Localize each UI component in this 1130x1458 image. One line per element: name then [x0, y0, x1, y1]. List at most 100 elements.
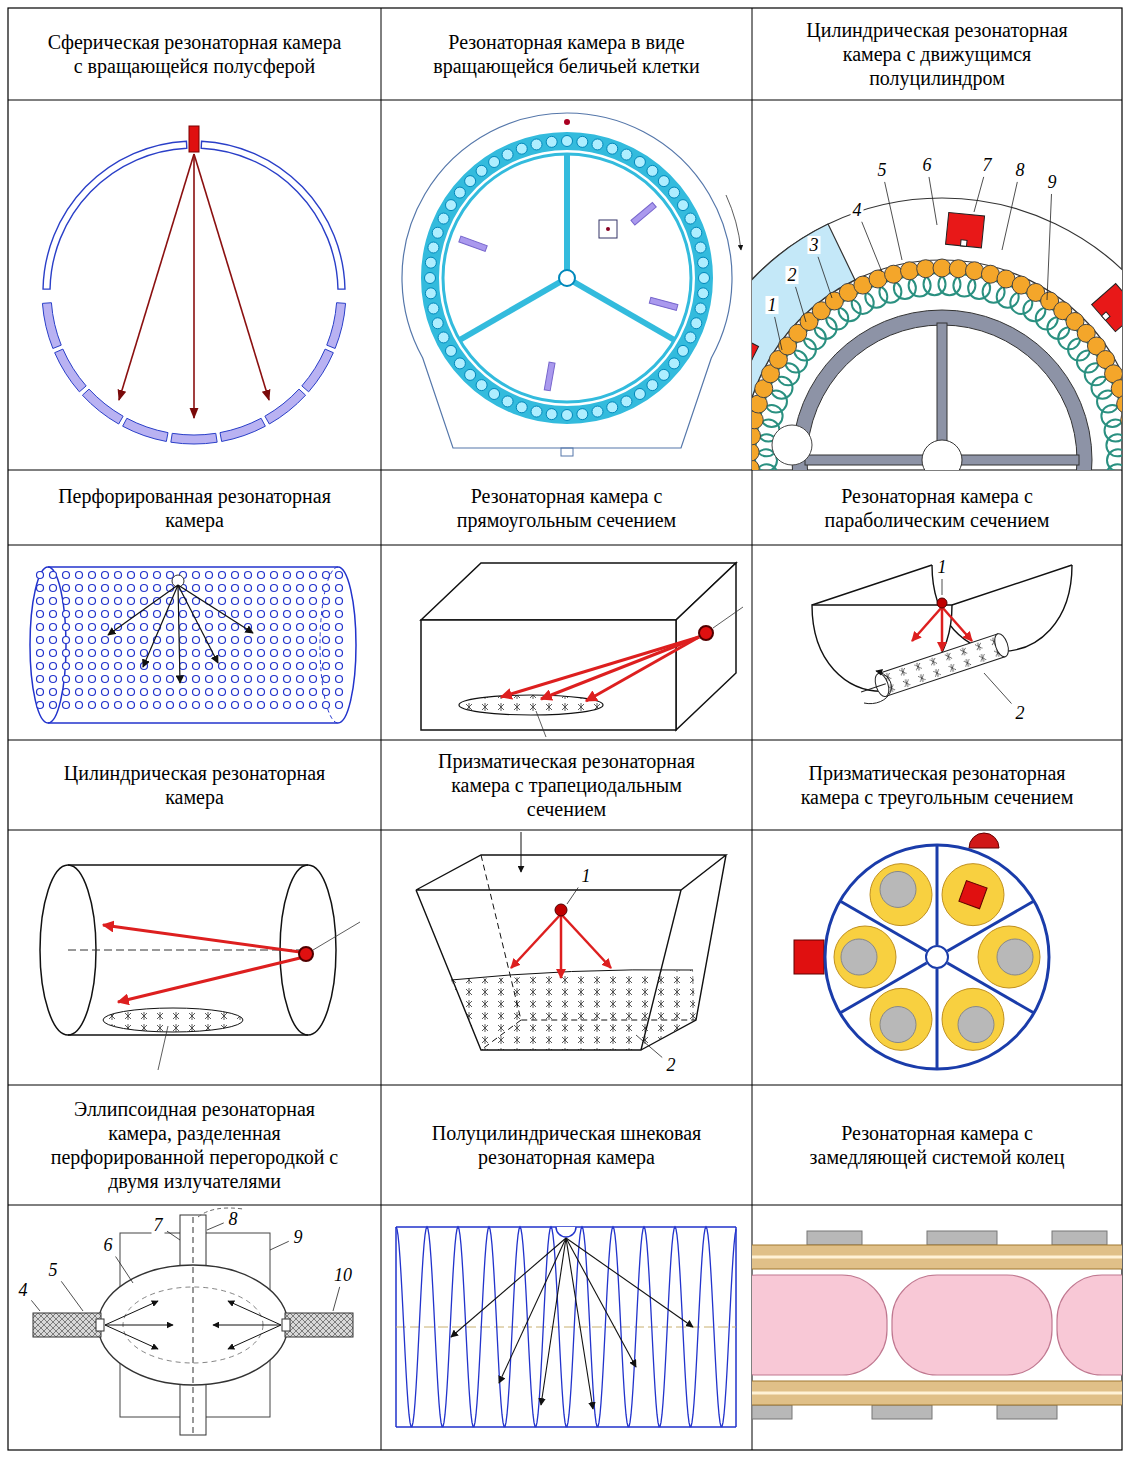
perforation: [245, 689, 252, 696]
perforation: [206, 689, 213, 696]
emitter: [699, 626, 713, 640]
rotation-arrow: [726, 195, 741, 250]
perforation: [323, 702, 330, 709]
perforation: [37, 702, 44, 709]
perforation: [271, 598, 278, 605]
perforation: [271, 650, 278, 657]
perforation: [310, 637, 317, 644]
cage-bar: [546, 409, 557, 420]
perforation: [167, 689, 174, 696]
perforation: [167, 650, 174, 657]
ray-arrow: [178, 585, 253, 633]
emitter: [299, 947, 313, 961]
callout-number: 6: [102, 1236, 115, 1254]
perforation: [271, 637, 278, 644]
cage-bar: [489, 156, 500, 167]
leader-line: [974, 177, 984, 212]
perforation: [323, 663, 330, 670]
perforation: [141, 637, 148, 644]
perforation: [323, 585, 330, 592]
perforation: [89, 676, 96, 683]
ray-arrow: [228, 1301, 281, 1325]
perforation: [219, 637, 226, 644]
cage-bar: [678, 200, 689, 211]
drum-end: [992, 632, 1011, 659]
perforation: [115, 598, 122, 605]
leader-line: [116, 1257, 133, 1283]
perforation: [50, 676, 57, 683]
material-layer: [451, 970, 696, 1050]
perforation: [154, 702, 161, 709]
ray-arrow: [499, 1238, 566, 1383]
perforation: [76, 650, 83, 657]
cage-bar: [454, 187, 465, 198]
perforation: [141, 650, 148, 657]
illustration: [40, 865, 360, 1070]
perforation: [310, 663, 317, 670]
perforation: [37, 676, 44, 683]
partition: [947, 963, 1034, 1013]
ray-arrow: [118, 958, 300, 1002]
product-ring: [834, 926, 896, 988]
perforation: [219, 689, 226, 696]
cage-bar: [592, 406, 603, 417]
cage-bar: [658, 369, 669, 380]
cage-bar: [592, 139, 603, 150]
perforation: [245, 663, 252, 670]
rotating-hemisphere-segment: [82, 389, 123, 424]
perforation: [193, 676, 200, 683]
perforation: [128, 624, 135, 631]
perforation: [232, 663, 239, 670]
table-rule: [381, 8, 382, 1450]
magnetron-top: [969, 833, 999, 848]
perforation: [37, 611, 44, 618]
perforation: [141, 572, 148, 579]
perforation: [180, 650, 187, 657]
perforation: [258, 611, 265, 618]
ray-arrow: [912, 607, 942, 641]
perforation: [258, 572, 265, 579]
perforation: [310, 611, 317, 618]
perforation: [336, 689, 343, 696]
perforation: [297, 585, 304, 592]
perforation: [219, 572, 226, 579]
perforation: [167, 637, 174, 644]
perforation: [219, 702, 226, 709]
cage-bar: [476, 380, 487, 391]
perforation: [180, 689, 187, 696]
cage-bar: [577, 409, 588, 420]
perforation: [89, 702, 96, 709]
callout-number: 9: [1046, 173, 1059, 191]
cage-bar: [502, 149, 513, 160]
perforation: [102, 624, 109, 631]
perforation: [89, 650, 96, 657]
perforation: [89, 598, 96, 605]
perforation: [63, 611, 70, 618]
chain-roller: [1111, 380, 1122, 398]
tube-wall: [752, 1381, 1122, 1405]
cage-bar: [546, 136, 557, 147]
cell-title: Эллипсоидная резонаторная камера, раздел…: [8, 1085, 381, 1205]
perforation: [310, 650, 317, 657]
perforation: [258, 663, 265, 670]
illustration: [421, 563, 743, 737]
product-ring: [870, 864, 932, 926]
perforation: [180, 611, 187, 618]
cylinder-end-hidden: [320, 567, 338, 723]
blade: [544, 362, 555, 391]
callout-number: 2: [1014, 704, 1027, 722]
sensor-dot: [606, 227, 610, 231]
perforation: [167, 663, 174, 670]
ray-arrow: [105, 1325, 173, 1326]
perforation: [193, 663, 200, 670]
ring-block: [927, 1231, 997, 1245]
chain-roller: [885, 265, 903, 283]
ray-arrow: [942, 607, 972, 641]
wheel-rim: [792, 310, 1092, 470]
perforation: [141, 624, 148, 631]
perforation: [245, 702, 252, 709]
perforation: [271, 702, 278, 709]
perforation: [336, 637, 343, 644]
perforation: [102, 598, 109, 605]
perforation: [37, 650, 44, 657]
